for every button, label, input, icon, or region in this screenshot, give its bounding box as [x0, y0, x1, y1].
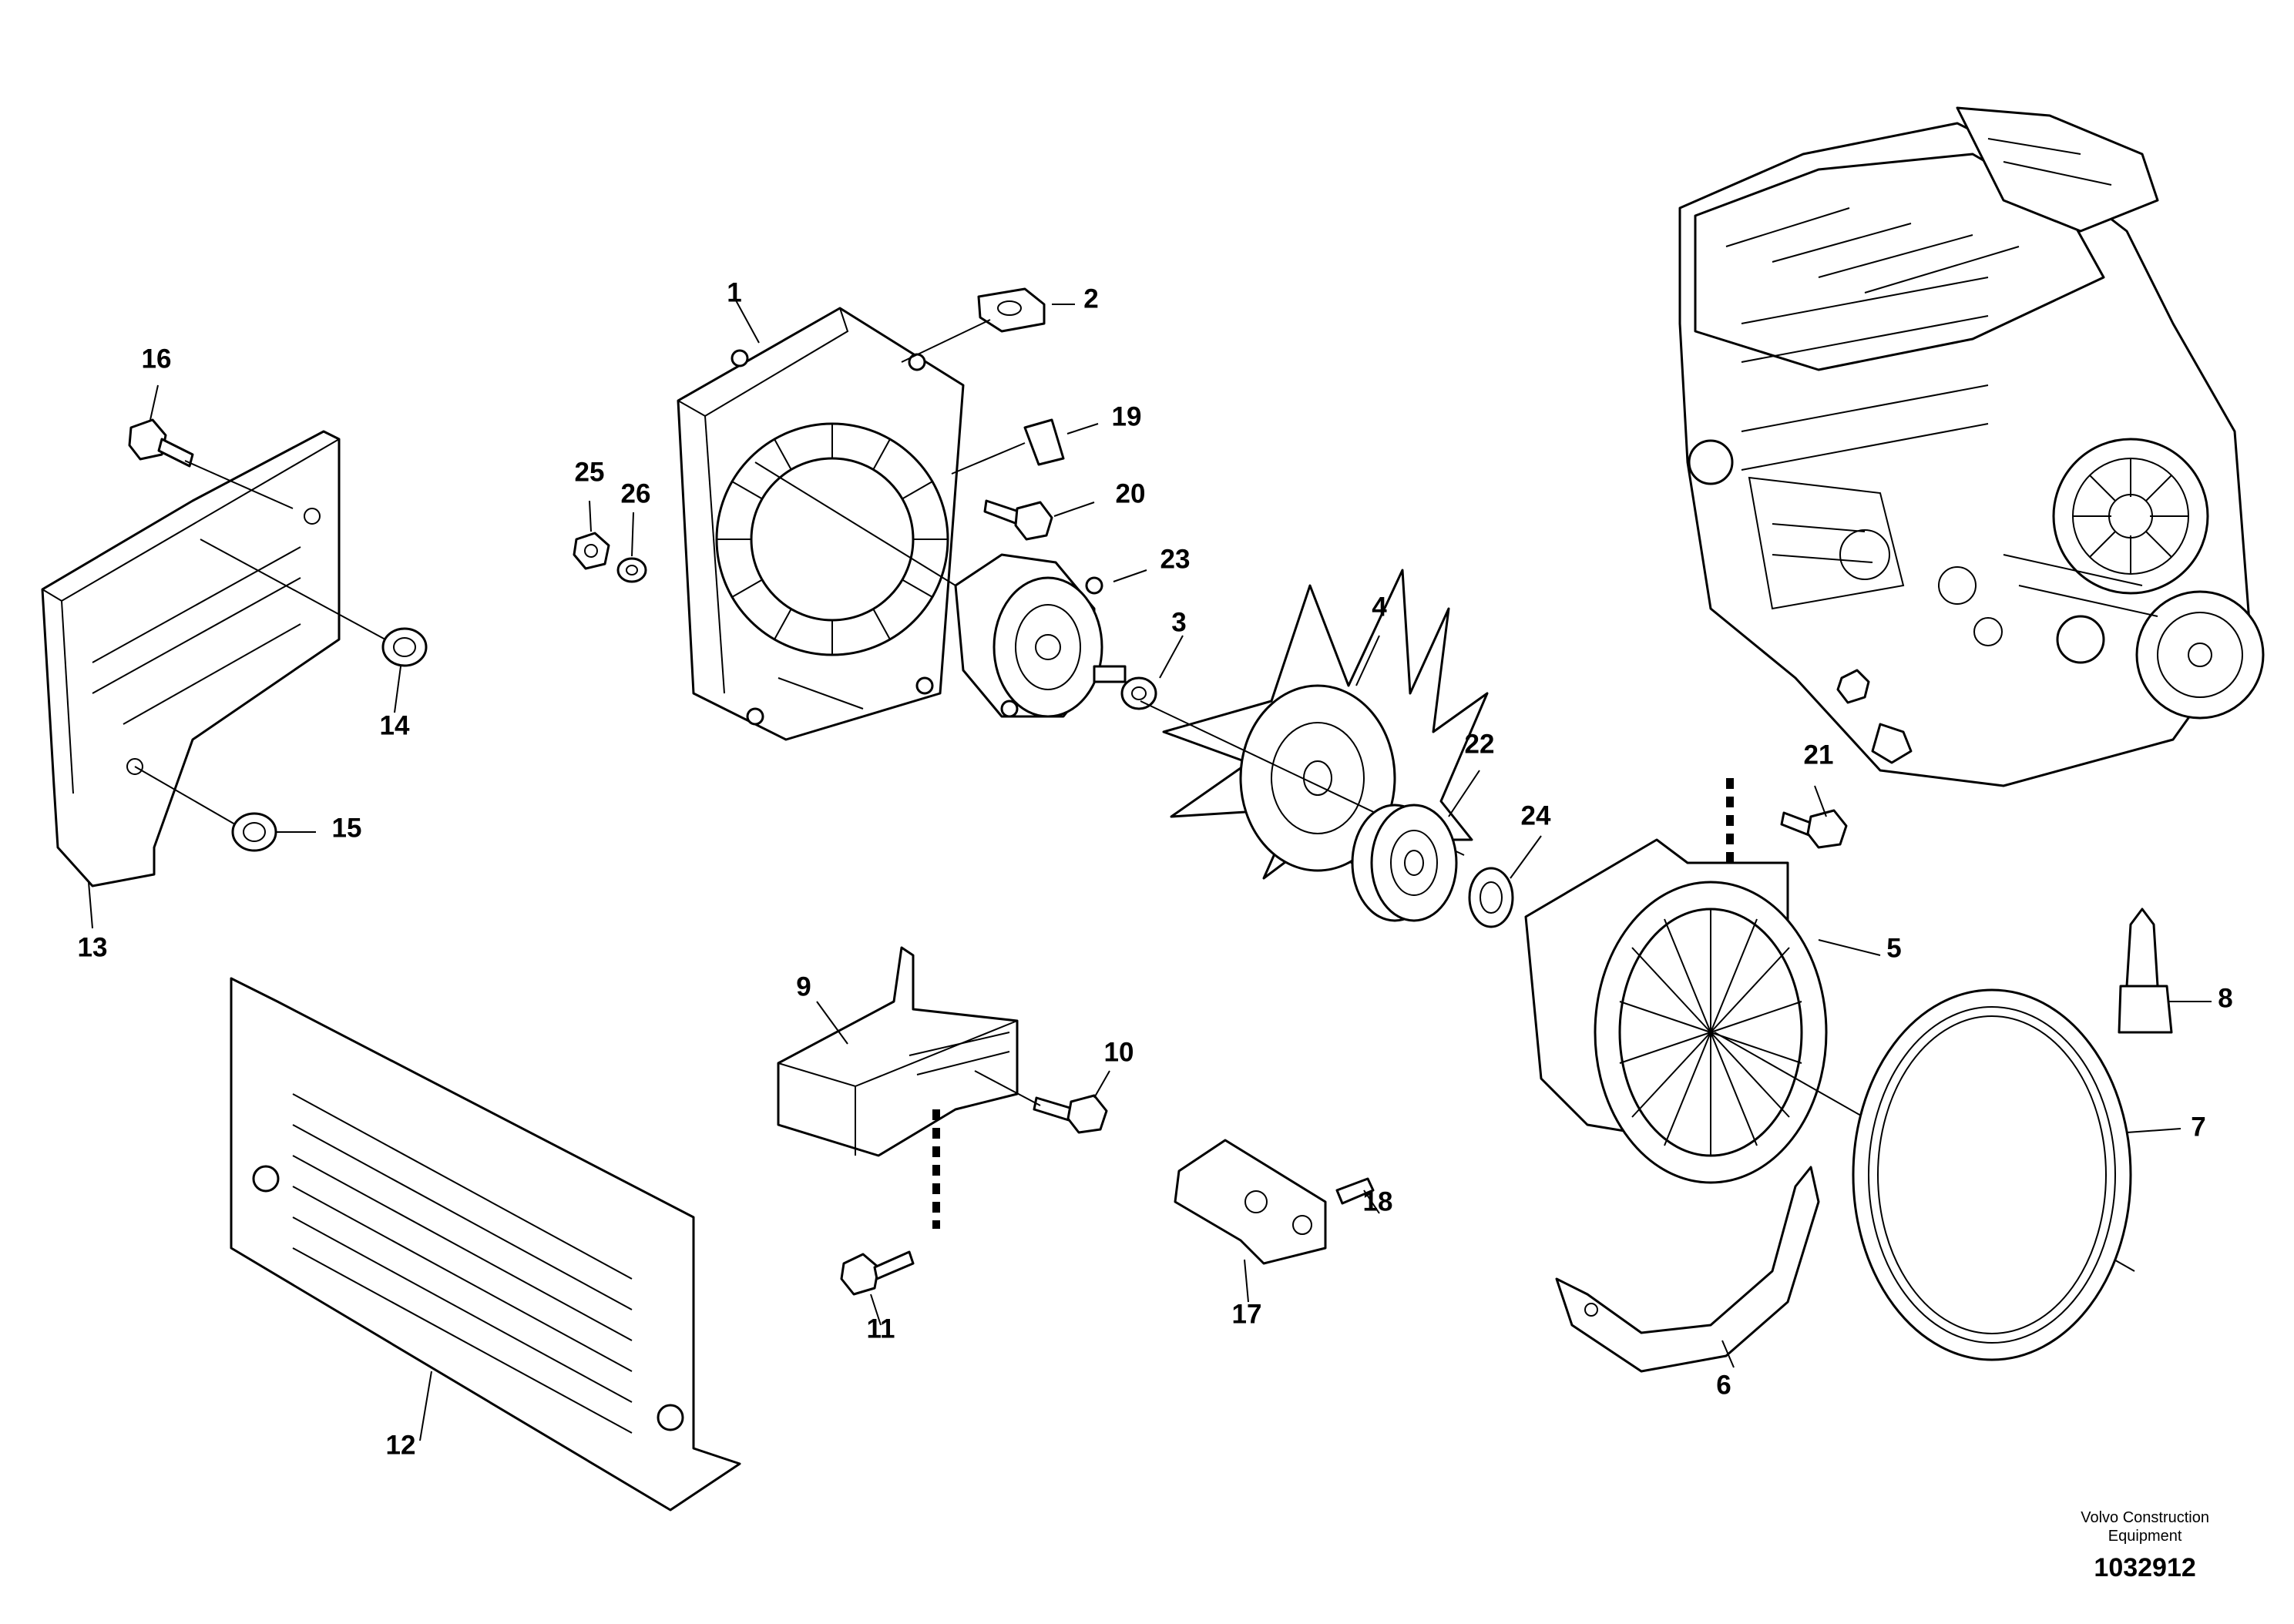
clip-part-19	[1023, 418, 1065, 466]
fan-housing	[677, 307, 965, 741]
small-bracket-part-17	[1174, 1139, 1327, 1265]
bracket-part-9	[777, 946, 1019, 1157]
bearing	[1468, 867, 1514, 928]
fan-shroud	[1524, 838, 1828, 1184]
support-strap	[1555, 1166, 1820, 1373]
engine-assembly	[1678, 106, 2265, 787]
callout-25: 25	[575, 457, 605, 487]
callout-26: 26	[621, 478, 651, 508]
leader-lines	[88, 300, 2212, 1441]
bolt-part-21	[1780, 809, 1848, 849]
grommet-part-2	[977, 287, 1046, 333]
mounting-bracket-part-13	[41, 430, 341, 887]
callout-20: 20	[1116, 478, 1146, 508]
callout-19: 19	[1112, 401, 1142, 431]
document-number: 1032912	[2094, 1553, 2196, 1582]
callout-10: 10	[1104, 1037, 1134, 1067]
callout-1: 1	[727, 277, 741, 307]
side-cover-panel	[230, 977, 741, 1512]
company-name-line-1: Volvo Construction	[2081, 1509, 2209, 1526]
bolt-part-11	[840, 1250, 915, 1296]
bolt-part-10	[1033, 1094, 1108, 1134]
washer-part-3	[1120, 676, 1157, 710]
callout-4: 4	[1372, 592, 1387, 622]
callout-8: 8	[2218, 983, 2232, 1013]
bolt-part-20	[983, 499, 1053, 541]
washer-part-26	[616, 557, 647, 583]
callout-labels: 1 2 3 4 5 6 7 8 9 10 11 12 13 14 15 16 1…	[78, 277, 2233, 1460]
callout-22: 22	[1465, 729, 1495, 759]
callout-15: 15	[332, 813, 362, 843]
callout-2: 2	[1083, 284, 1098, 314]
alternator	[954, 553, 1127, 718]
pulley	[1351, 804, 1458, 922]
callout-13: 13	[78, 932, 108, 962]
callout-3: 3	[1171, 607, 1186, 637]
rubber-mount-part-15	[231, 812, 277, 852]
sealant-tube	[2118, 908, 2173, 1034]
rubber-mount-part-14	[381, 627, 428, 667]
callout-7: 7	[2191, 1112, 2205, 1142]
callout-11: 11	[867, 1314, 895, 1344]
callout-18: 18	[1363, 1186, 1393, 1216]
callout-16: 16	[142, 344, 172, 374]
callout-24: 24	[1521, 800, 1551, 830]
callout-21: 21	[1804, 740, 1834, 770]
company-name-line-2: Equipment	[2108, 1528, 2182, 1545]
callout-12: 12	[386, 1430, 416, 1460]
callout-17: 17	[1232, 1299, 1262, 1329]
bolt-part-16	[128, 418, 194, 468]
callout-9: 9	[796, 971, 811, 1002]
seal-ring	[1852, 988, 2132, 1361]
callout-6: 6	[1716, 1370, 1731, 1400]
callout-5: 5	[1886, 933, 1901, 963]
nut-part-25	[573, 532, 610, 570]
callout-14: 14	[380, 710, 410, 740]
publisher-footer: Volvo Construction Equipment 1032912	[2081, 1508, 2209, 1583]
pin-part-18	[1335, 1177, 1375, 1205]
callout-23: 23	[1160, 544, 1191, 574]
